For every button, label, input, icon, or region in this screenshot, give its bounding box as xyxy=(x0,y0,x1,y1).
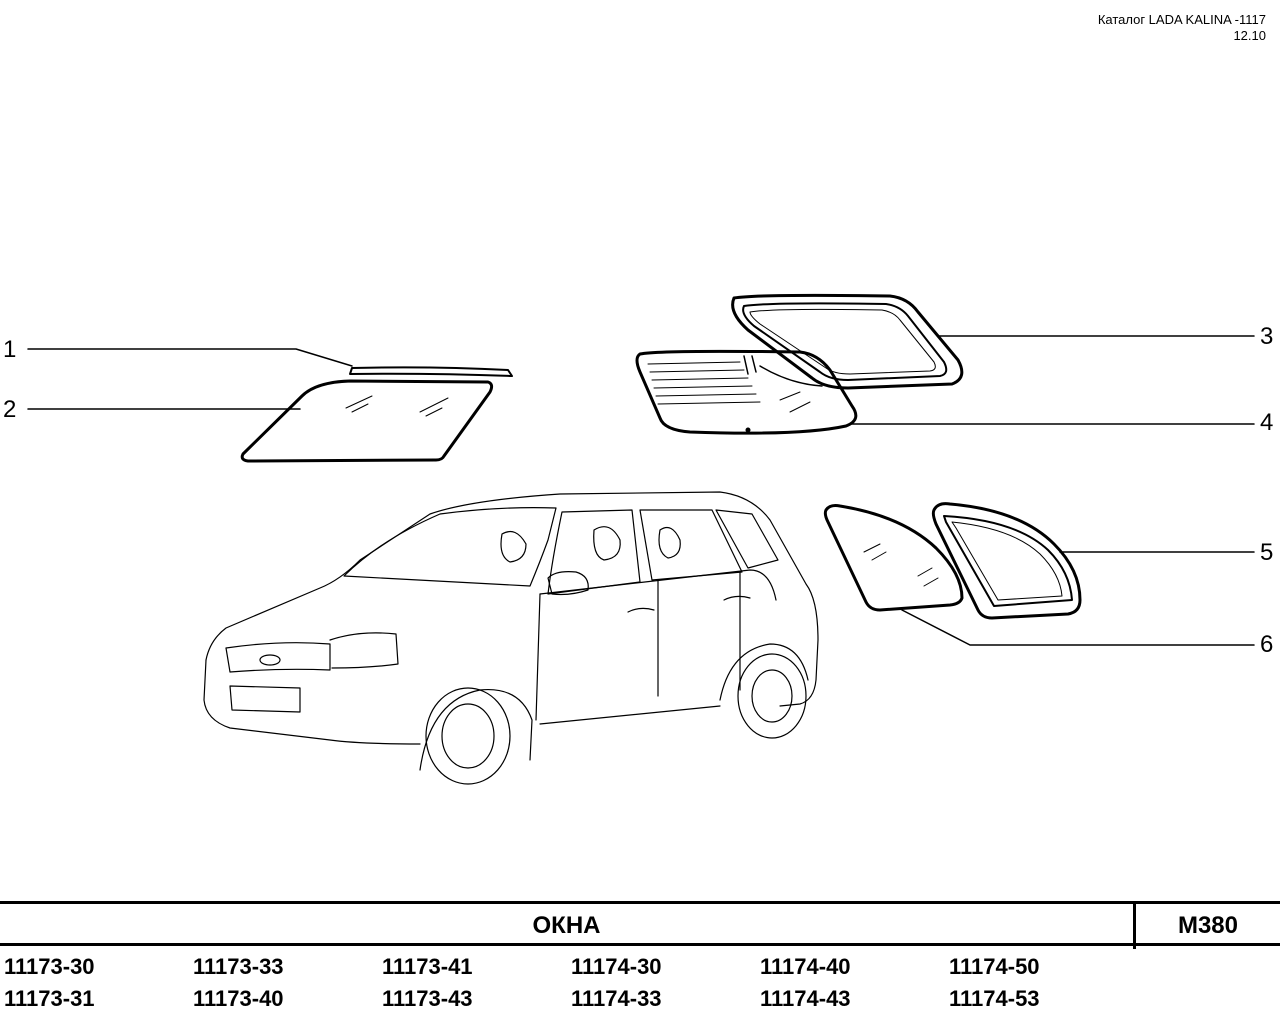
model-code: 11174-53 xyxy=(949,986,1040,1011)
callout-3: 3 xyxy=(1260,323,1274,350)
callout-1: 1 xyxy=(3,336,17,363)
model-code: 11174-43 xyxy=(760,986,851,1011)
title-block: ОКНА M380 11173-30 11173-31 11173-33 111… xyxy=(0,901,1280,1021)
model-code: 11174-30 xyxy=(571,954,662,979)
model-code: 11173-33 xyxy=(193,954,284,979)
part-4-rear-window-glass xyxy=(635,349,858,435)
catalog-revision: 12.10 xyxy=(1233,28,1266,43)
parts-diagram xyxy=(27,293,1255,785)
car-illustration xyxy=(203,491,819,785)
model-code: 11174-40 xyxy=(760,954,851,979)
section-code: M380 xyxy=(1177,912,1239,939)
section-title: ОКНА xyxy=(532,912,601,939)
leader-1 xyxy=(27,348,353,367)
model-code: 11173-43 xyxy=(382,986,473,1011)
model-code: 11174-33 xyxy=(571,986,662,1011)
model-code: 11174-50 xyxy=(949,954,1040,979)
catalog-title: Каталог LADA KALINA -1117 xyxy=(1097,12,1266,27)
part-1-seal-strip xyxy=(349,366,513,377)
part-2-windshield xyxy=(240,379,494,463)
callout-6: 6 xyxy=(1260,631,1274,658)
callout-5: 5 xyxy=(1260,539,1274,566)
title-divider xyxy=(1133,904,1136,949)
part-5-quarter-window-seal xyxy=(931,502,1082,620)
callout-2: 2 xyxy=(3,396,17,423)
part-3-rear-window-seal xyxy=(731,293,964,390)
callout-4: 4 xyxy=(1260,409,1274,436)
model-code: 11173-31 xyxy=(4,986,95,1011)
title-row: ОКНА M380 xyxy=(0,901,1280,949)
catalog-header: Каталог LADA KALINA -1117 12.10 xyxy=(1098,12,1266,44)
leader-6 xyxy=(901,609,1255,646)
model-code: 11173-40 xyxy=(193,986,284,1011)
model-code: 11173-41 xyxy=(382,954,473,979)
model-code: 11173-30 xyxy=(4,954,95,979)
leader-lines xyxy=(27,335,1255,646)
part-6-quarter-window-glass xyxy=(823,504,964,612)
